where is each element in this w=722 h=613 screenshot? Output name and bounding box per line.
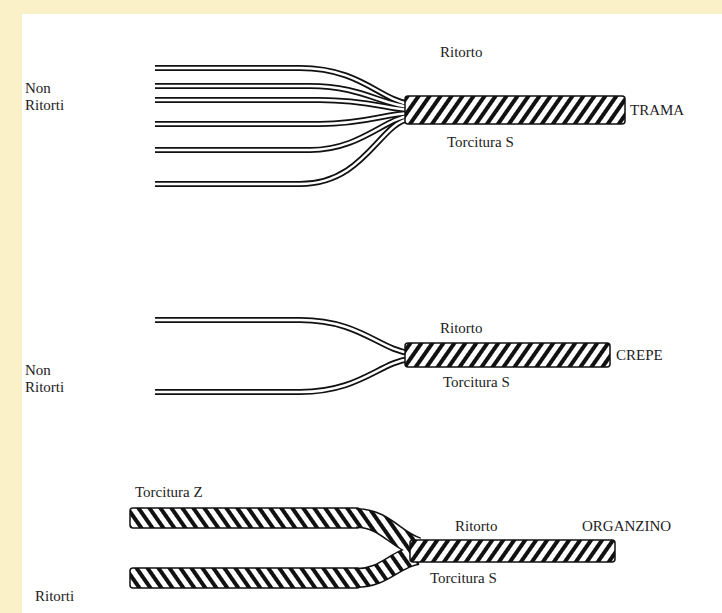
yarn-label: Ritorti [35,588,74,605]
yarn-label: Torcitura S [430,570,497,587]
yarn-label: Torcitura Z [135,484,203,501]
z-twisted-strand [130,508,360,528]
z-twisted-strand [130,568,360,588]
yarn-label: CREPE [616,347,663,364]
yarn-label: Torcitura S [443,374,510,391]
untwisted-strands [155,320,410,392]
twisted-yarn [410,540,615,562]
yarn-label: Ritorto [440,44,483,61]
yarn-label: ORGANZINO [582,518,671,535]
untwisted-strands [155,68,410,184]
z-twisted-strand-bend [356,518,418,578]
yarn-label: Torcitura S [447,134,514,151]
yarn-label: Ritorto [455,518,498,535]
yarn-label: Ritorto [440,320,483,337]
strand-label: Non Ritorti [25,80,85,114]
twisted-yarn [405,96,625,124]
twisted-yarn [405,343,610,367]
yarn-label: TRAMA [630,102,684,119]
strand-label: Non Ritorti [25,362,85,396]
